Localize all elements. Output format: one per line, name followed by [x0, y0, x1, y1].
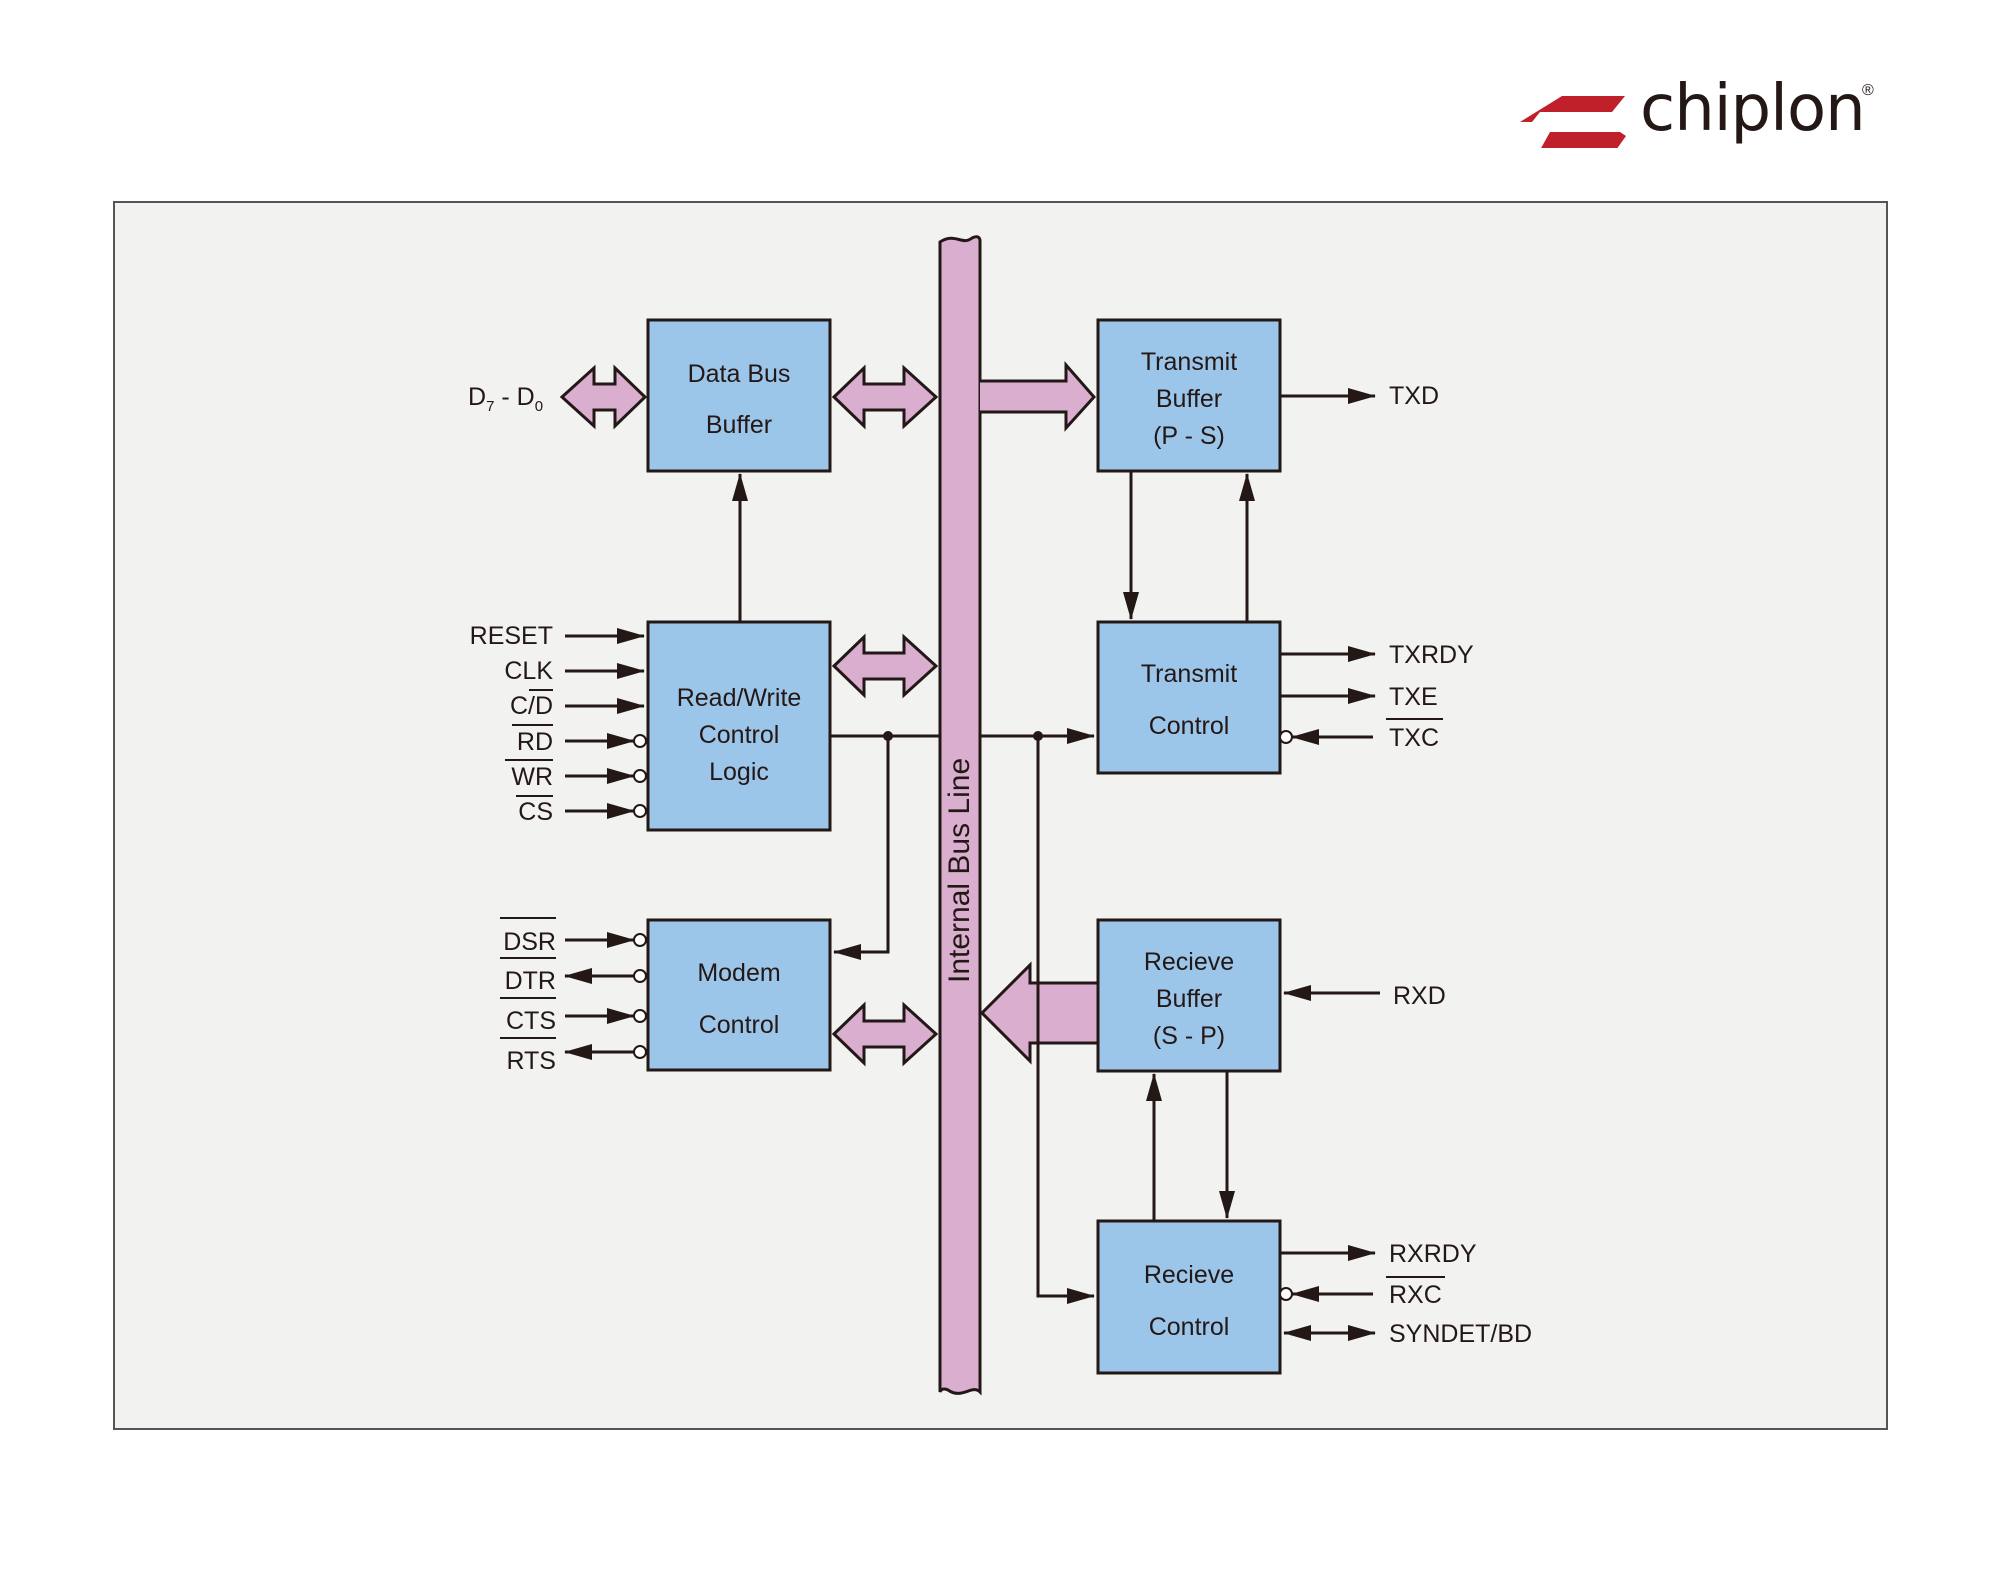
block-label-line: Modem: [697, 959, 780, 987]
chiplon-logo-icon: [1520, 96, 1626, 150]
block-rw-control: Read/Write Control Logic: [646, 620, 832, 832]
block-label-line: Buffer: [706, 411, 772, 439]
modem-bus-arrow: [831, 1001, 939, 1067]
signal-txrdy: TXRDY: [1389, 641, 1474, 669]
block-label-line: Transmit: [1141, 348, 1237, 376]
block-label-line: Control: [1149, 712, 1230, 740]
modem-signals: DSR DTR CTS RTS: [500, 917, 647, 1075]
brand-name: chiplon: [1640, 72, 1866, 146]
bus-to-tx-buffer-arrow: [980, 361, 1097, 432]
signal-dsr: DSR: [503, 928, 556, 956]
signal-c-d: C/D: [510, 692, 553, 720]
chiplon-logo: chiplon ®: [1520, 72, 1900, 150]
signal-rd: RD: [517, 728, 553, 756]
block-data-bus-buffer: Data Bus Buffer: [646, 318, 832, 473]
rx-signals: RXD RXRDY RXC SYNDET/BD: [1279, 982, 1532, 1348]
rx-buffer-to-bus-arrow: [979, 961, 1098, 1065]
signal-d7-d0: D7 - D0: [468, 383, 543, 415]
block-transmit-control: Transmit Control: [1096, 620, 1282, 775]
signal-txc: TXC: [1389, 724, 1439, 752]
block-receive-buffer: Recieve Buffer (S - P): [1096, 918, 1282, 1073]
junction-dot: [1033, 731, 1043, 741]
signal-cts: CTS: [506, 1007, 556, 1035]
block-label-line: Transmit: [1141, 660, 1237, 688]
tx-signals: TXD TXRDY TXE TXC: [1279, 382, 1474, 752]
rw-signals: RESET CLK C/D RD WR CS: [470, 622, 647, 826]
data-bus-bus-arrow: [831, 364, 939, 430]
block-label-line: (P - S): [1153, 422, 1225, 450]
rw-bus-arrow: [831, 633, 939, 699]
signal-rts: RTS: [506, 1047, 556, 1075]
signal-reset: RESET: [470, 622, 553, 650]
registered-mark: ®: [1862, 82, 1874, 99]
signal-rxc: RXC: [1389, 1281, 1442, 1309]
block-label-line: (S - P): [1153, 1022, 1225, 1050]
signal-cs: CS: [518, 798, 553, 826]
bus-to-rxctrl-line: [1036, 736, 1095, 1304]
signal-txd: TXD: [1389, 382, 1439, 410]
internal-bus: Internal Bus Line: [938, 235, 982, 1396]
block-label-line: Control: [699, 1011, 780, 1039]
signal-syndet-bd: SYNDET/BD: [1389, 1320, 1532, 1348]
signal-wr: WR: [511, 763, 553, 791]
logo-lower-stripe: [1540, 132, 1626, 150]
block-label-line: Control: [699, 721, 780, 749]
block-label-line: Logic: [709, 758, 769, 786]
signal-clk: CLK: [504, 657, 553, 685]
signal-dtr: DTR: [505, 967, 556, 995]
data-bus-ext-arrow: [559, 364, 648, 430]
bus-bar: [938, 235, 982, 1396]
signal-rxrdy: RXRDY: [1389, 1240, 1477, 1268]
signal-txe: TXE: [1389, 683, 1438, 711]
block-label-line: Read/Write: [677, 684, 802, 712]
block-modem-control: Modem Control: [646, 918, 832, 1072]
internal-connections: [732, 471, 1255, 1304]
rw-to-modem-line: [833, 736, 890, 960]
logo-upper-stripe: [1520, 96, 1625, 122]
block-transmit-buffer: Transmit Buffer (P - S): [1096, 318, 1282, 473]
block-receive-control: Recieve Control: [1096, 1219, 1282, 1375]
block-label-line: Data Bus: [688, 360, 791, 388]
block-label-line: Buffer: [1156, 385, 1222, 413]
block-label-line: Control: [1149, 1313, 1230, 1341]
block-label-line: Recieve: [1144, 1261, 1234, 1289]
junction-dot: [883, 731, 893, 741]
block-label-line: Buffer: [1156, 985, 1222, 1013]
block-label-line: Recieve: [1144, 948, 1234, 976]
bus-label: Internal Bus Line: [943, 758, 976, 983]
signal-rxd: RXD: [1393, 982, 1446, 1010]
